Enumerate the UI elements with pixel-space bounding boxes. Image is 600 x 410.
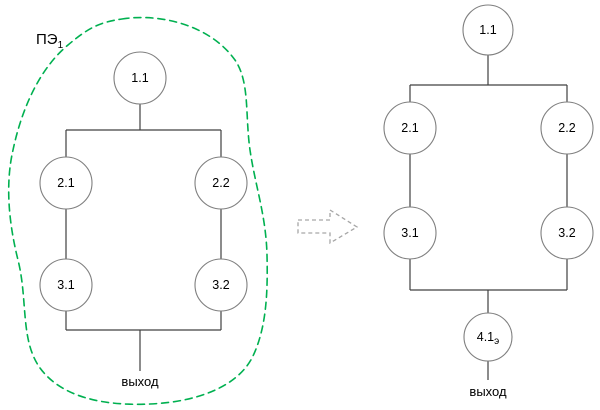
node-right-1-1 [462,4,514,56]
node-left-3-2 [194,258,248,312]
pe1-group-outline [7,16,268,406]
node-right-3-1 [383,206,437,260]
node-right-2-2 [540,101,594,155]
right-connectors [409,55,568,380]
node-label-left-2-2: 2.2 [212,176,229,190]
pe1-group-label-main: ПЭ [36,31,58,48]
node-left-3-1 [39,258,93,312]
node-label-left-1-1: 1.1 [131,71,148,85]
node-right-4-1e [463,312,513,362]
right-node-labels: 1.1 2.1 2.2 3.1 3.2 4.1э [401,23,575,347]
right-output-label: выход [469,384,507,399]
node-label-right-1-1: 1.1 [479,23,496,37]
right-nodes [383,4,594,362]
left-output-label: выход [121,374,159,389]
transform-arrow-icon [297,208,359,245]
node-label-right-3-1: 3.1 [401,226,418,240]
pe1-group-label-subscript: 1 [58,40,64,51]
node-left-2-1 [39,156,93,210]
left-nodes [39,51,248,312]
node-left-1-1 [113,51,167,105]
pe1-group-label: ПЭ1 [36,31,64,51]
node-label-right-2-2: 2.2 [558,121,575,135]
node-label-right-4-1e: 4.1э [477,330,500,347]
node-label-left-3-2: 3.2 [212,278,229,292]
node-label-right-2-1: 2.1 [401,121,418,135]
node-label-right-3-2: 3.2 [558,226,575,240]
left-connectors [65,104,222,371]
node-right-3-2 [540,206,594,260]
node-right-2-1 [383,101,437,155]
node-label-left-2-1: 2.1 [57,176,74,190]
node-label-right-4-1-subscript: э [494,336,499,347]
left-node-labels: 1.1 2.1 2.2 3.1 3.2 [57,71,229,292]
node-label-left-3-1: 3.1 [57,278,74,292]
node-left-2-2 [194,156,248,210]
node-label-right-4-1-main: 4.1 [477,330,494,344]
